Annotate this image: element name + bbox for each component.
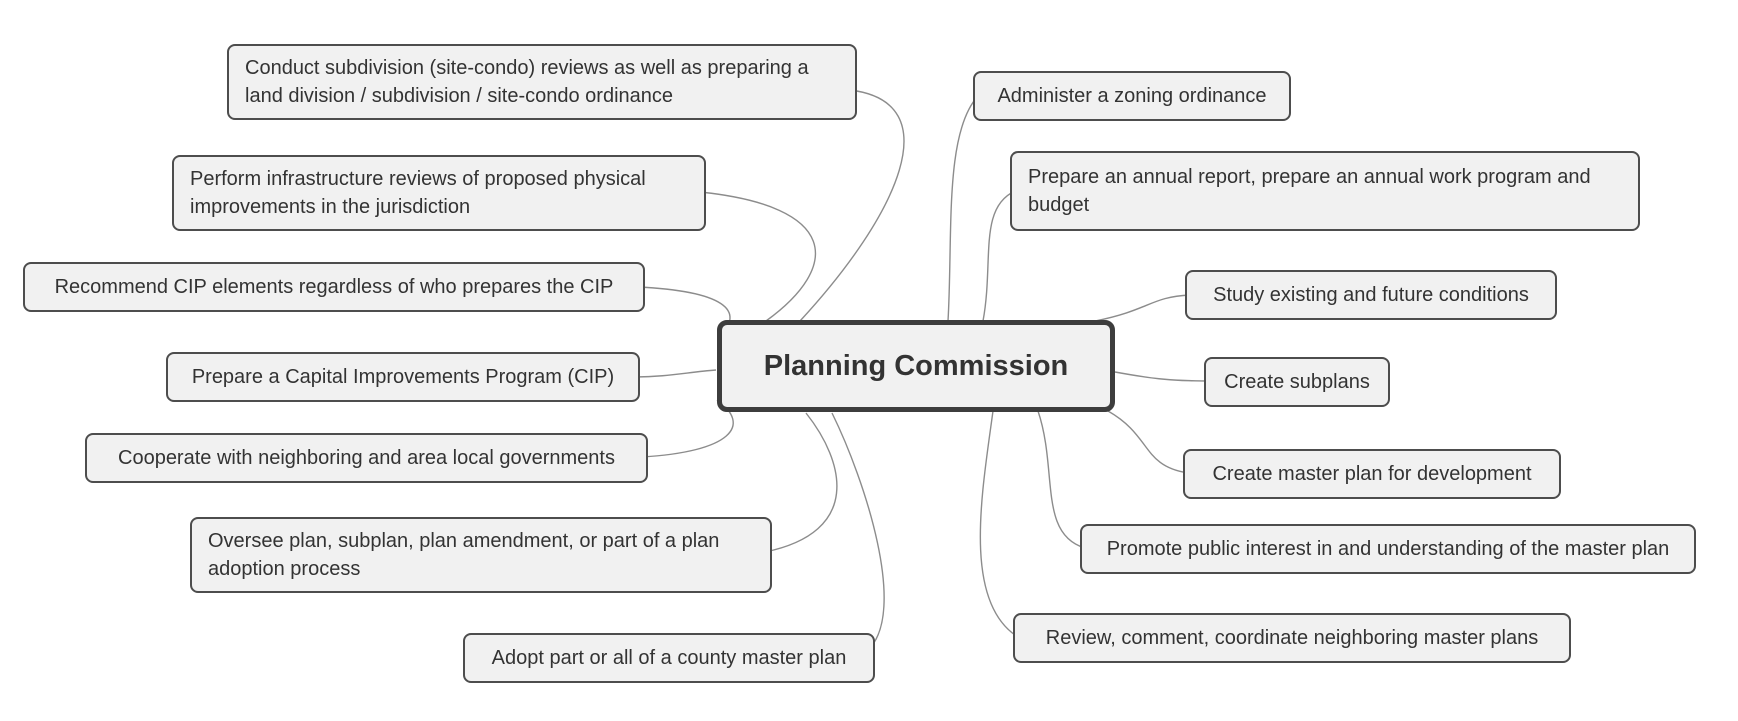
node-review-comment-coordinate: Review, comment, coordinate neighboring … [1013,613,1571,663]
node-administer-zoning: Administer a zoning ordinance [973,71,1291,121]
connector-study-conditions [1094,294,1191,322]
node-adopt-county-master-plan: Adopt part or all of a county master pla… [463,633,875,683]
connector-create-subplans [1114,371,1210,382]
mindmap-root-node: Planning Commission [717,320,1115,412]
node-promote-public-interest: Promote public interest in and understan… [1080,524,1696,574]
node-cooperate-governments: Cooperate with neighboring and area loca… [85,433,648,483]
connector-adopt-county-master-plan [831,412,885,651]
connector-infrastructure-reviews [699,191,816,322]
node-create-master-plan: Create master plan for development [1183,449,1561,499]
connector-oversee-plan-adoption [764,412,838,553]
node-annual-report: Prepare an annual report, prepare an ann… [1010,151,1640,231]
node-recommend-cip-elements: Recommend CIP elements regardless of who… [23,262,645,312]
node-study-conditions: Study existing and future conditions [1185,270,1557,320]
node-create-subplans: Create subplans [1204,357,1390,407]
connector-administer-zoning [947,95,979,322]
connector-prepare-cip [632,369,717,378]
node-conduct-subdivision-reviews: Conduct subdivision (site-condo) reviews… [227,44,857,120]
connector-annual-report [982,190,1016,322]
connector-review-comment-coordinate [979,410,1019,638]
connector-create-master-plan [1107,410,1189,474]
node-prepare-cip: Prepare a Capital Improvements Program (… [166,352,640,402]
connector-conduct-subdivision-reviews [799,89,905,322]
node-oversee-plan-adoption: Oversee plan, subplan, plan amendment, o… [190,517,772,593]
connector-promote-public-interest [1037,410,1086,549]
node-infrastructure-reviews: Perform infrastructure reviews of propos… [172,155,706,231]
